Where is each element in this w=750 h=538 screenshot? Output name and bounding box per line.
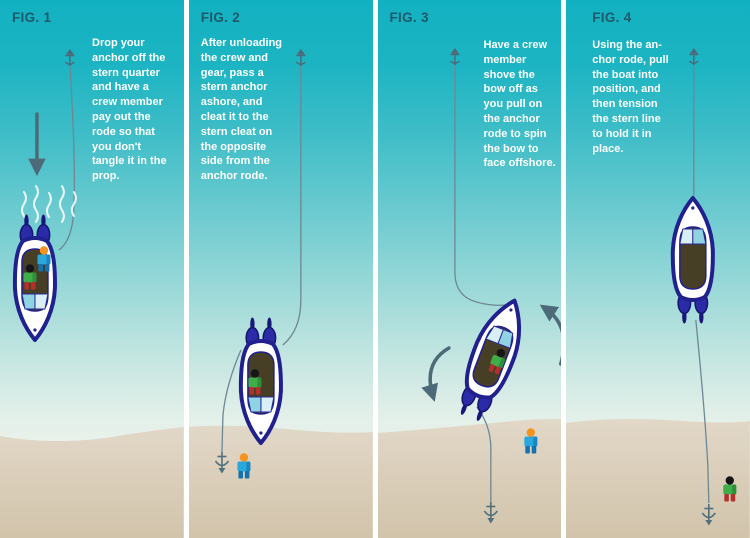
fig-label: FIG. 4 bbox=[592, 10, 632, 25]
panel-fig-1: FIG. 1 Drop your anchor off the stern qu… bbox=[0, 0, 184, 538]
anchor-rode-line bbox=[58, 64, 75, 251]
beach-sand bbox=[377, 419, 562, 538]
fig-label: FIG. 2 bbox=[200, 10, 241, 25]
fig-label: FIG. 3 bbox=[389, 10, 429, 25]
boat-illustration bbox=[671, 196, 716, 326]
stern-line bbox=[695, 319, 710, 504]
beach-sand bbox=[188, 425, 373, 538]
fig-caption: Have a crew member shove the bow off as … bbox=[483, 39, 556, 170]
wake-lines-icon bbox=[20, 185, 77, 229]
anchor-rode-line bbox=[282, 65, 302, 346]
anchor-icon bbox=[688, 47, 700, 66]
beach-sand bbox=[0, 427, 184, 538]
fig-label: FIG. 1 bbox=[12, 10, 52, 25]
beach-sand bbox=[566, 419, 750, 538]
anchor-icon bbox=[64, 48, 76, 67]
fig1-scene bbox=[0, 48, 184, 538]
rotation-arrow-icon bbox=[539, 304, 562, 366]
panel-fig-2: FIG. 2 After unloading the crew and gear… bbox=[188, 0, 373, 538]
fig-caption: Drop your anchor off the stern quarter a… bbox=[92, 37, 167, 183]
fig-caption: Using the an- chor rode, pull the boat i… bbox=[592, 39, 669, 155]
fig-caption: After unloading the crew and gear, pass … bbox=[200, 37, 283, 183]
rotation-arrow-icon bbox=[420, 346, 451, 402]
panel-fig-3: FIG. 3 Have a crew member shove the bow … bbox=[377, 0, 562, 538]
panel-fig-4: FIG. 4 Using the an- chor rode, pull the… bbox=[566, 0, 750, 538]
fig2-scene bbox=[188, 48, 373, 538]
fig3-scene bbox=[377, 47, 562, 538]
fig4-scene bbox=[566, 47, 750, 538]
anchor-icon bbox=[449, 47, 460, 66]
stern-line bbox=[221, 349, 242, 453]
